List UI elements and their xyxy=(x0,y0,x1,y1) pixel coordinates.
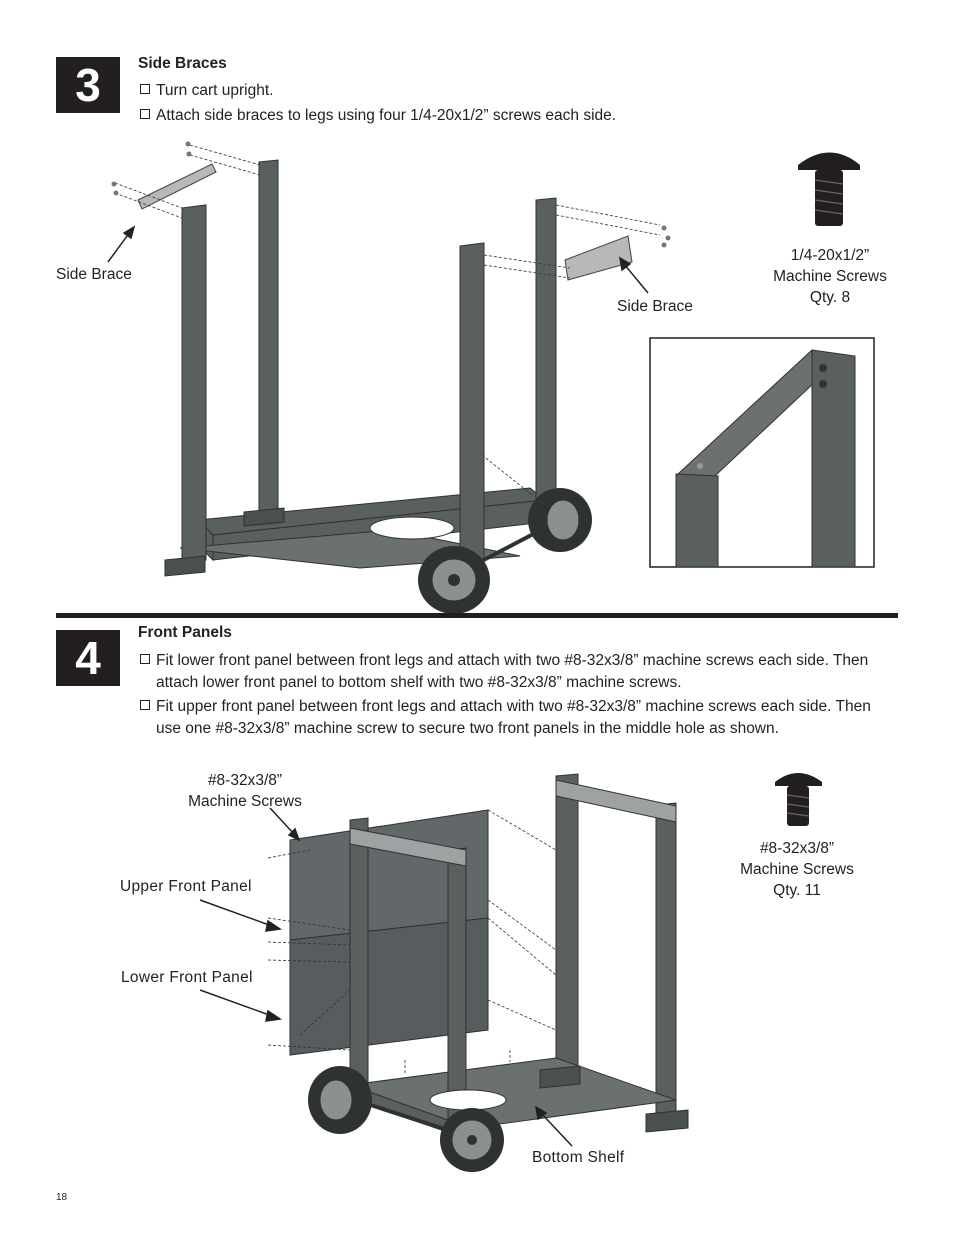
checkbox-icon xyxy=(140,109,150,119)
step-4-bullet-2-line-2: use one #8-32x3/8” machine screw to secu… xyxy=(156,720,779,737)
screw-qty: Qty. 11 xyxy=(773,882,821,899)
label-upper-front-panel: Upper Front Panel xyxy=(120,878,252,895)
step-4-bullet-1-line-2: attach lower front panel to bottom shelf… xyxy=(156,674,682,691)
label-side-brace-left: Side Brace xyxy=(56,266,132,283)
label-machine-screws-step4: #8-32x3/8” Machine Screws xyxy=(175,770,315,812)
screws-type: Machine Screws xyxy=(188,793,302,810)
label-lower-front-panel: Lower Front Panel xyxy=(121,969,253,986)
step-3-bullet-1-text: Turn cart upright. xyxy=(156,82,274,99)
checkbox-icon xyxy=(140,700,150,710)
step-3-bullet-2: Attach side braces to legs using four 1/… xyxy=(140,105,616,127)
machine-screw-icon-small xyxy=(775,773,822,826)
checkbox-icon xyxy=(140,84,150,94)
wheel-right-step3 xyxy=(528,488,592,552)
step-4-bullet-2: Fit upper front panel between front legs… xyxy=(140,696,871,740)
arrow-lower-panel xyxy=(199,989,283,1022)
arrow-screws xyxy=(269,807,301,842)
step-4-bullet-1-line-1: Fit lower front panel between front legs… xyxy=(156,652,869,669)
screw-qty: Qty. 8 xyxy=(809,289,851,306)
checkbox-icon xyxy=(140,654,150,664)
side-brace-right xyxy=(564,235,633,281)
arrow-side-brace-right xyxy=(618,256,649,294)
side-brace-left xyxy=(137,163,217,210)
inset-detail-step3 xyxy=(649,337,875,568)
machine-screw-icon xyxy=(798,152,860,226)
arrow-upper-panel xyxy=(199,899,283,932)
step-3-bullet-1: Turn cart upright. xyxy=(140,80,273,102)
lower-front-panel xyxy=(289,917,489,1056)
step-4-bullet-2-line-1: Fit upper front panel between front legs… xyxy=(156,698,871,715)
cart-frame-step3 xyxy=(164,159,557,577)
screws-size: #8-32x3/8” xyxy=(207,772,283,789)
section-divider xyxy=(56,613,898,618)
step-4-title: Front Panels xyxy=(138,624,232,641)
wheel-rear-step4 xyxy=(440,1108,504,1172)
screw-type: Machine Screws xyxy=(773,268,887,285)
step-4-number-box: 4 xyxy=(56,630,120,686)
label-bottom-shelf: Bottom Shelf xyxy=(532,1149,625,1166)
step-3-title: Side Braces xyxy=(138,55,227,72)
arrow-bottom-shelf xyxy=(534,1105,573,1147)
screw-size: #8-32x3/8” xyxy=(759,840,835,857)
screw-size: 1/4-20x1/2” xyxy=(790,247,870,264)
step-3-screw-callout: 1/4-20x1/2” Machine Screws Qty. 8 xyxy=(760,245,900,308)
step-4-bullet-1: Fit lower front panel between front legs… xyxy=(140,650,868,694)
step-4-screw-callout: #8-32x3/8” Machine Screws Qty. 11 xyxy=(727,838,867,901)
step-4-number: 4 xyxy=(75,632,101,684)
wheel-front-step4 xyxy=(308,1066,372,1134)
label-side-brace-right: Side Brace xyxy=(617,298,693,315)
step-3-number: 3 xyxy=(75,59,101,111)
page-number: 18 xyxy=(56,1192,68,1203)
wheel-left-step3 xyxy=(418,546,490,614)
screw-type: Machine Screws xyxy=(740,861,854,878)
step-3-number-box: 3 xyxy=(56,57,120,113)
step-3-bullet-2-text: Attach side braces to legs using four 1/… xyxy=(156,107,617,124)
arrow-side-brace-left xyxy=(107,225,136,263)
